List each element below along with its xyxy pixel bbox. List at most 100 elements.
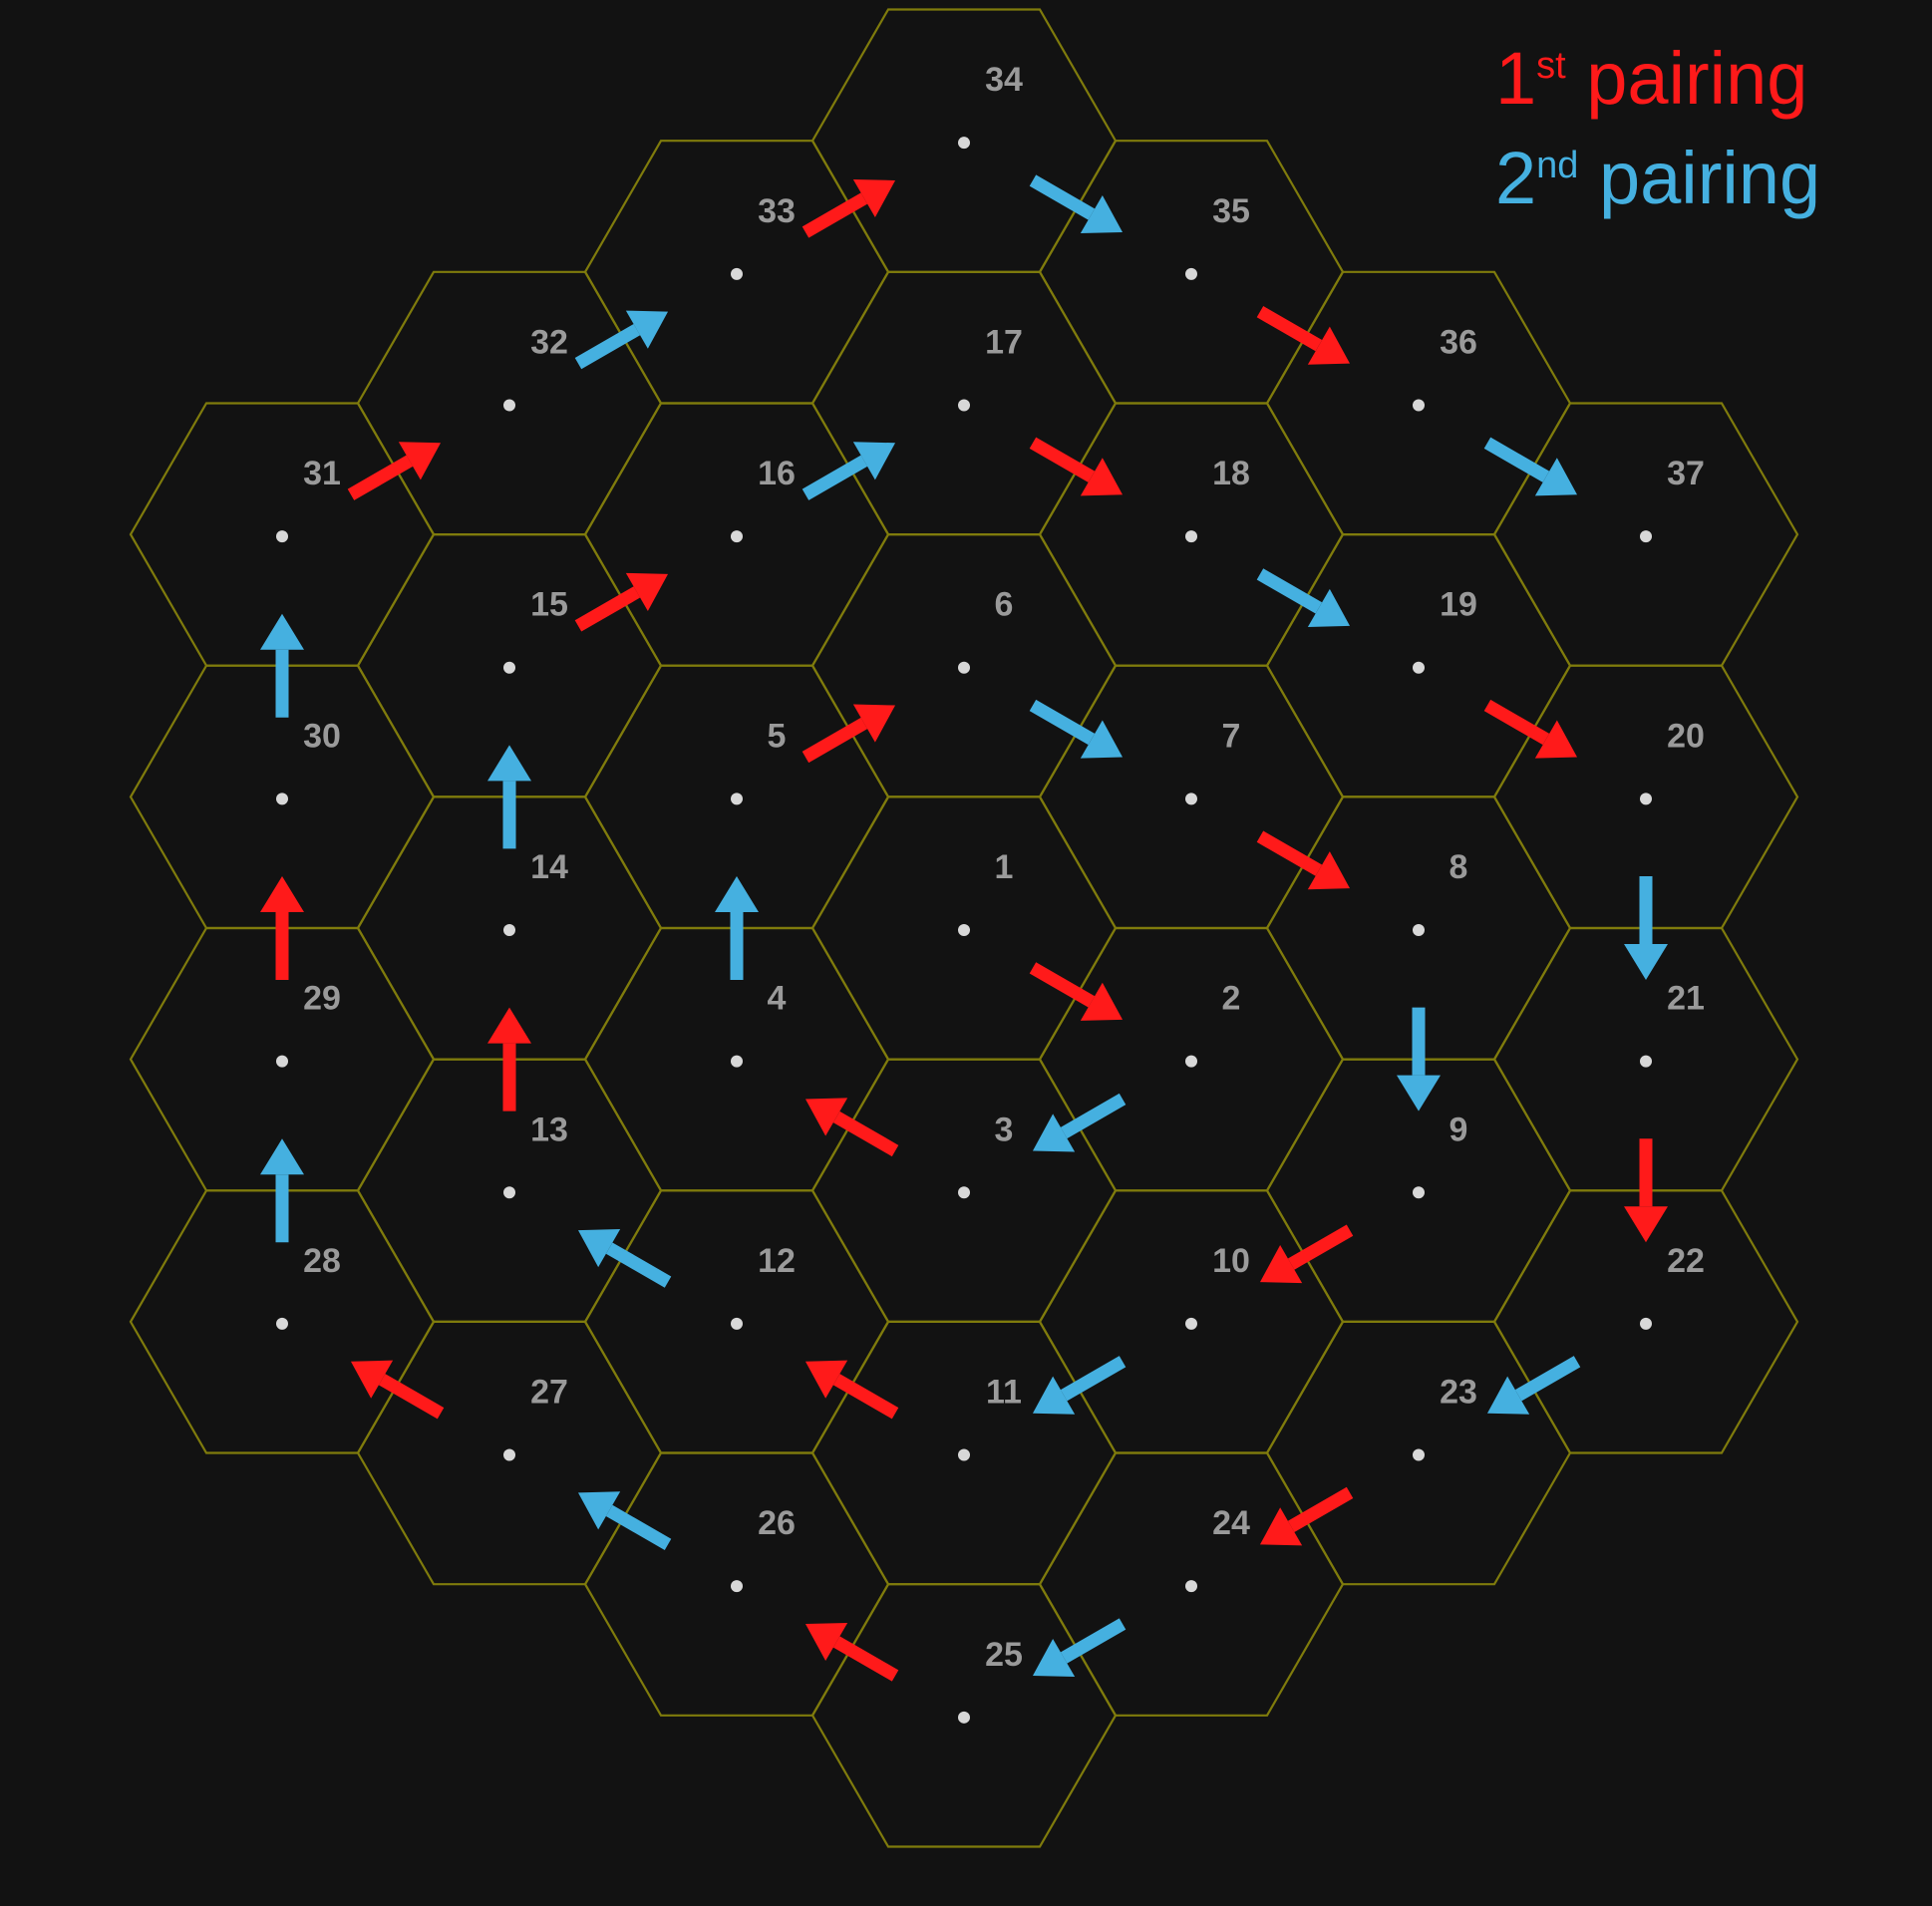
arrow-1-to-2-first-pairing (1029, 962, 1124, 1021)
arrow-24-to-25-second-pairing (1032, 1618, 1127, 1678)
hexagon-10: 10 (1038, 1189, 1345, 1454)
hexagon-7: 7 (1038, 664, 1345, 930)
hexagon-label: 26 (758, 1504, 796, 1542)
hexagon-2: 2 (1038, 926, 1345, 1192)
arrow-16-to-17-second-pairing (802, 442, 896, 500)
hexagon-center-dot (958, 661, 970, 674)
hexagon-label: 1 (995, 848, 1014, 886)
arrow-17-to-18-first-pairing (1029, 437, 1124, 496)
arrow-shaft (832, 1374, 899, 1420)
arrow-shaft (1256, 568, 1323, 614)
hexagon-center-dot (1640, 1317, 1652, 1330)
arrow-head (1080, 194, 1124, 234)
arrow-shaft (832, 1636, 899, 1682)
arrow-head (1397, 1075, 1441, 1112)
arrow-28-to-29-second-pairing (260, 1138, 304, 1243)
hexagon-3: 3 (810, 1058, 1118, 1324)
arrow-head (805, 1622, 848, 1662)
arrow-26-to-27-second-pairing (577, 1491, 672, 1550)
hexagon-center-dot (1185, 1055, 1197, 1068)
hexagon-center-dot (958, 1186, 970, 1199)
hexagon-33: 33 (583, 140, 890, 405)
arrow-2-to-3-second-pairing (1032, 1093, 1127, 1152)
hexagon-center-dot (731, 793, 743, 805)
hexagon-label: 3 (995, 1111, 1014, 1148)
arrow-33-to-34-first-pairing (802, 178, 896, 238)
arrow-36-to-37-second-pairing (1483, 437, 1578, 496)
hexagon-19: 19 (1265, 532, 1572, 798)
arrow-shaft (1256, 306, 1323, 352)
hexagon-center-dot (503, 661, 515, 674)
hexagon-17: 17 (810, 270, 1118, 536)
arrow-shaft (1256, 830, 1323, 876)
arrow-19-to-20-first-pairing (1483, 699, 1578, 759)
arrow-head (1534, 458, 1578, 496)
hexagon-1: 1 (810, 795, 1118, 1061)
hexagon-center-dot (276, 1317, 288, 1330)
hexagon-center-dot (958, 924, 970, 936)
hexagon-center-dot (503, 1448, 515, 1461)
hexagon-center-dot (1413, 1186, 1425, 1199)
hexagon-label: 10 (1212, 1242, 1250, 1280)
arrow-shaft (1060, 1093, 1127, 1139)
arrow-head (1307, 588, 1351, 627)
arrow-8-to-9-second-pairing (1397, 1007, 1441, 1112)
arrow-head (260, 876, 304, 912)
hexagon-32: 32 (356, 270, 663, 536)
hexagon-label: 27 (530, 1374, 568, 1412)
hexagon-label: 8 (1449, 848, 1468, 886)
arrow-18-to-19-second-pairing (1256, 568, 1351, 627)
hexagon-label: 20 (1667, 717, 1705, 755)
arrow-head (1486, 1376, 1530, 1415)
arrow-shaft (802, 192, 868, 238)
hexagon-label: 4 (768, 980, 787, 1018)
hexagon-center-dot (1185, 1580, 1197, 1593)
arrow-9-to-10-first-pairing (1259, 1224, 1354, 1284)
legend-second-suffix: nd (1536, 145, 1579, 186)
arrow-head (625, 572, 669, 611)
hexagon-label: 24 (1212, 1504, 1250, 1542)
hexagon-center-dot (958, 399, 970, 412)
arrow-shaft (1029, 437, 1096, 482)
arrow-shaft (802, 455, 868, 500)
arrow-head (487, 1007, 531, 1044)
legend-second-number: 2 (1495, 137, 1537, 219)
hexagon-label: 29 (303, 980, 341, 1018)
arrow-29-to-30-first-pairing (260, 876, 304, 980)
arrow-27-to-28-first-pairing (350, 1360, 445, 1420)
hexagon-center-dot (276, 1055, 288, 1068)
hexagon-16: 16 (583, 402, 890, 667)
hexagon-label: 33 (758, 192, 796, 230)
hexagon-label: 36 (1440, 323, 1477, 361)
hexagon-center-dot (1640, 1055, 1652, 1068)
hexagon-label: 35 (1212, 192, 1250, 230)
hexagon-6: 6 (810, 532, 1118, 798)
arrow-35-to-36-first-pairing (1256, 306, 1351, 365)
arrow-shaft (378, 1374, 445, 1420)
legend-first-suffix: st (1536, 45, 1566, 87)
hexagon-center-dot (731, 530, 743, 543)
hexagon-center-dot (276, 530, 288, 543)
arrow-head (805, 1360, 848, 1399)
hexagon-center-dot (958, 1711, 970, 1724)
hexagon-center-dot (731, 1055, 743, 1068)
arrow-head (398, 442, 442, 480)
hexagon-label: 5 (768, 717, 787, 755)
hexagon-label: 37 (1667, 455, 1705, 492)
hexagon-outline (1492, 402, 1799, 667)
hexagon-label: 2 (1222, 980, 1241, 1018)
legend-second-pairing: 2nd pairing (1495, 142, 1820, 215)
hexagon-center-dot (958, 137, 970, 150)
hexagon-center-dot (1413, 661, 1425, 674)
arrow-shaft (1287, 1224, 1354, 1270)
arrow-34-to-35-second-pairing (1029, 174, 1124, 234)
arrow-head (260, 1138, 304, 1175)
hexagon-label: 21 (1667, 980, 1705, 1018)
arrow-shaft (1483, 437, 1550, 482)
hexagon-37: 37 (1492, 402, 1799, 667)
hexagon-label: 34 (985, 61, 1023, 99)
hexagon-34: 34 (810, 8, 1118, 273)
arrow-32-to-33-second-pairing (574, 310, 669, 370)
legend-first-pairing: 1st pairing (1495, 42, 1807, 116)
hexagon-center-dot (1640, 530, 1652, 543)
